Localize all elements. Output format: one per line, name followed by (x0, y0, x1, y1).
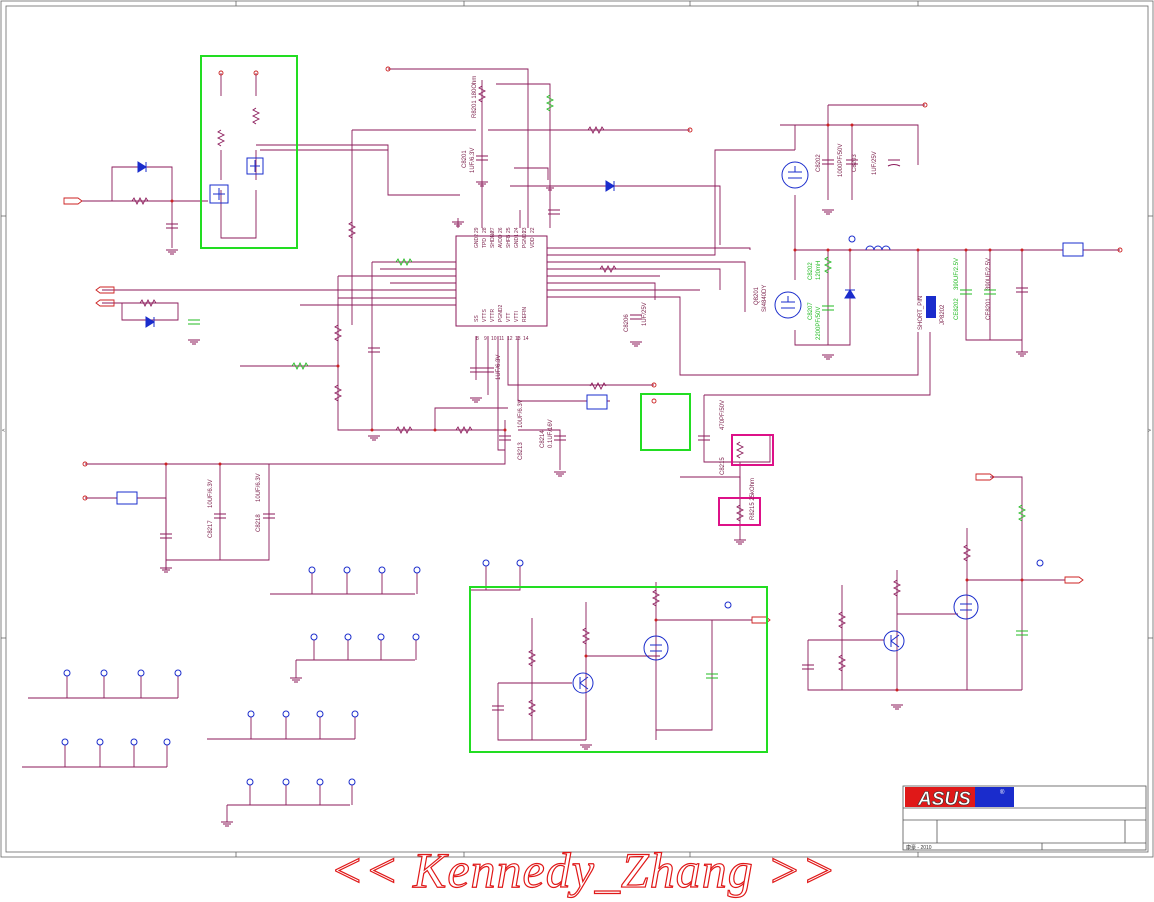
green-resistors (291, 94, 1027, 522)
label-c8202b: 1000PF/50V (838, 144, 844, 177)
ic-pin-label: SHDN# (490, 231, 496, 248)
ic-pin-label: VTTI (514, 311, 520, 322)
ic-pin-number: 8 (476, 336, 479, 342)
capacitors (160, 155, 1028, 711)
label-ce8202b: 390UF/2.5V (954, 258, 960, 290)
label-l8202b: 120mH (816, 261, 822, 280)
label-c8201a: C8201 (462, 150, 468, 168)
label-c8218b: 10UF/6.3V (256, 473, 262, 502)
jumper-jp8202 (926, 296, 936, 318)
junction-dots (164, 123, 1024, 692)
label-r8215: R8215 25kOhm (750, 478, 756, 520)
ground-symbols (160, 181, 1028, 827)
green-capacitors (188, 289, 1028, 679)
label-c8213a: C8213 (518, 442, 524, 460)
ic-pin-number: 23 (522, 227, 528, 233)
part-labels: R8201 180Ohm C8201 1UF/6.3V C8206 1UF/25… (208, 76, 992, 538)
frame-marker-right: > (1148, 428, 1151, 434)
label-c8207a: C8207 (808, 302, 814, 320)
label-c8213b: 10UF/6.3V (518, 399, 524, 428)
ic-pin-number: 24 (514, 227, 520, 233)
ldo-box (116, 491, 138, 505)
label-l8202a: C8202 (808, 262, 814, 280)
ic-pin-number: 25 (506, 227, 512, 233)
label-c8218a: C8218 (256, 514, 262, 532)
blue-test-points (61, 235, 1044, 786)
label-c8217b: 10UF/6.3V (208, 479, 214, 508)
sense-resistor-box (1062, 242, 1084, 257)
ic-pin-label: GND2 (474, 234, 480, 248)
ic-pin-number: 29 (474, 227, 480, 233)
controller-ic: GND2 TPD SHDN# AVDD SHFB GND1 PGND1 VDD … (455, 227, 548, 342)
label-r8201: R8201 180Ohm (472, 76, 478, 118)
electrolytic-caps (887, 159, 901, 167)
label-c8201b: 1UF/6.3V (470, 148, 476, 173)
ic-pin-label: SHFB (506, 234, 512, 248)
ic-pin-label: AVDD (498, 234, 504, 248)
ic-pin-label: TPD (482, 238, 488, 248)
watermark-text: << Kennedy_Zhang >> (329, 841, 837, 898)
label-c8202a: C8202 (816, 154, 822, 172)
label-c8203b: 1UF/25V (872, 151, 878, 175)
mosfets (209, 157, 979, 694)
label-ce8201b: 390UF/2.5V (986, 258, 992, 290)
ic-pin-number: 14 (523, 336, 529, 342)
ic-pin-label: PGND2 (498, 305, 504, 322)
resistors (131, 85, 972, 717)
ic-pin-label: GND1 (514, 234, 520, 248)
label-c8203a: C8203 (852, 154, 858, 172)
ic-pin-number: 22 (530, 227, 536, 233)
title-block: ASUS ® 康豪 - 2010 (902, 785, 1147, 851)
diodes (137, 161, 856, 328)
label-short-pin: SHORT_PIN (918, 296, 924, 330)
label-c8215b: 470PF/50V (720, 400, 726, 430)
ic-pin-label: SS (474, 315, 480, 322)
ic-pin-number: 27 (490, 227, 496, 233)
ic-pin-number: 26 (498, 227, 504, 233)
label-c8207b: 2200PF/50V (816, 307, 822, 340)
net-flags (63, 197, 1084, 624)
label-c8214b: 0.1UF/16V (548, 419, 554, 448)
ic-pin-number: 28 (482, 227, 488, 233)
label-c8206b: 1UF/25V (642, 302, 648, 326)
highlight-boxes (200, 55, 774, 753)
ic-pin-label: VTTR (490, 309, 496, 322)
asus-registered-mark: ® (1000, 789, 1005, 796)
asus-logo: ASUS ® (905, 787, 1014, 810)
ic-pin-label: VTT (506, 313, 512, 322)
ic-pin-number: 9 (484, 336, 487, 342)
label-c8206a: C8206 (624, 314, 630, 332)
label-q8201b: SI4840DY (762, 285, 768, 312)
inductor (865, 245, 891, 251)
ic-pin-number: 10 (491, 336, 497, 342)
label-cx-vtt: 1UF/6.3V (496, 355, 502, 380)
frame-marker-left: < (2, 428, 5, 434)
ic-pin-number: 11 (499, 336, 504, 342)
ic-pin-number: 12 (507, 336, 513, 342)
label-c8215a: C8215 (720, 457, 726, 475)
ic-pin-label: VDD (530, 237, 536, 248)
wires (22, 68, 1120, 822)
sheet-frame (0, 0, 1154, 858)
label-c8214a: C8214 (540, 430, 546, 448)
ic-pin-label: PGND1 (522, 231, 528, 248)
net-nodes (82, 66, 1123, 501)
label-ce8202a: CE8202 (954, 298, 960, 320)
ic-pin-label: REFIN (522, 307, 528, 322)
vtt-resistor-box (586, 394, 608, 410)
label-q8201a: Q8201 (754, 286, 760, 305)
label-jp8202: JP8202 (940, 304, 946, 325)
label-c8217a: C8217 (208, 520, 214, 538)
ic-pin-label: VTTS (482, 309, 488, 322)
label-ce8201a: CE8201 (986, 298, 992, 320)
ic-pin-number: 13 (515, 336, 521, 342)
title-block-footer: 康豪 - 2010 (906, 844, 932, 851)
asus-logo-text: ASUS (917, 789, 971, 810)
